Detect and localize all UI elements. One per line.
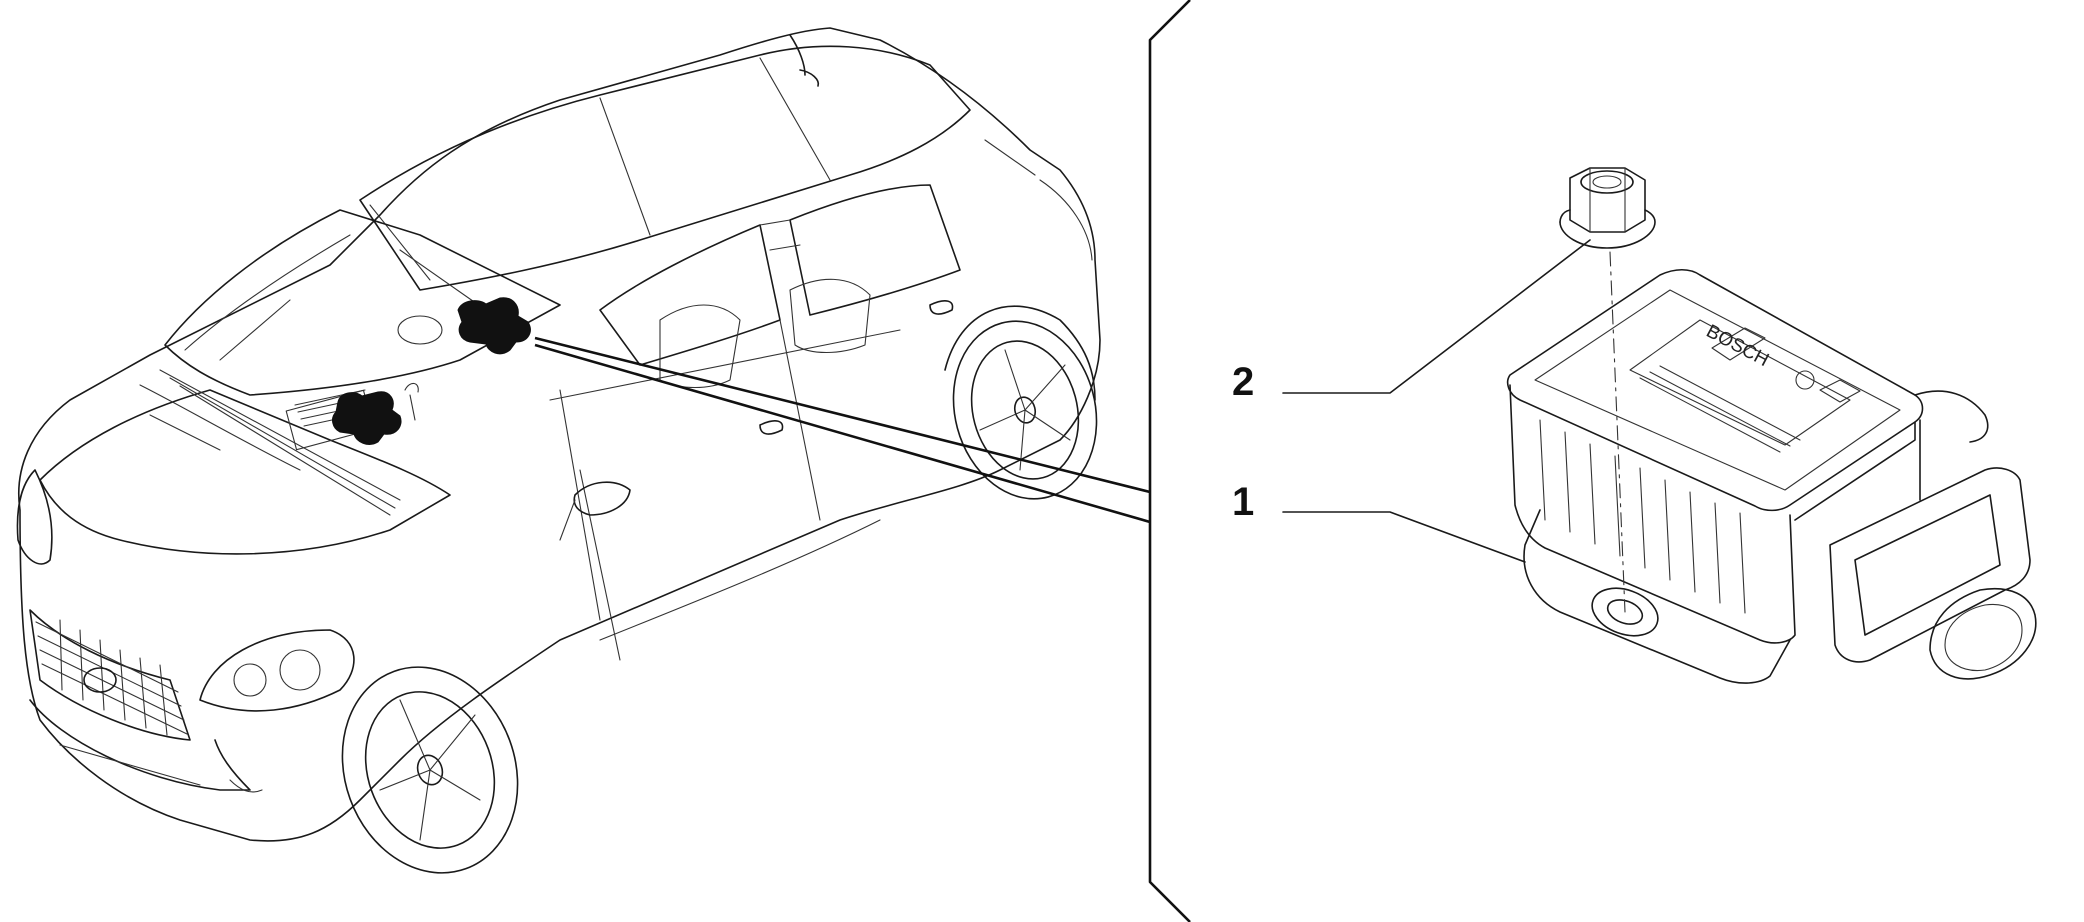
sensor-illustration: BOSCH bbox=[1506, 268, 2037, 684]
sensor-brand-text: BOSCH bbox=[1703, 321, 1773, 371]
centerline bbox=[1609, 251, 1626, 613]
callout-number-2: 2 bbox=[1232, 360, 1254, 404]
car-illustration bbox=[16, 27, 1101, 874]
callout-2: 2 bbox=[1232, 239, 1591, 404]
leader-line-upper bbox=[534, 336, 1151, 494]
callout-1: 1 bbox=[1232, 480, 1526, 563]
callout-leader-1 bbox=[1282, 511, 1526, 563]
location-marker-upper bbox=[457, 297, 531, 355]
bracket-divider bbox=[1148, 0, 1191, 922]
leader-line-lower bbox=[534, 343, 1151, 524]
location-marker-lower bbox=[332, 391, 402, 445]
callout-leader-2 bbox=[1282, 239, 1591, 394]
callout-number-1: 1 bbox=[1232, 480, 1254, 524]
flange-nut-illustration bbox=[1559, 167, 1656, 249]
